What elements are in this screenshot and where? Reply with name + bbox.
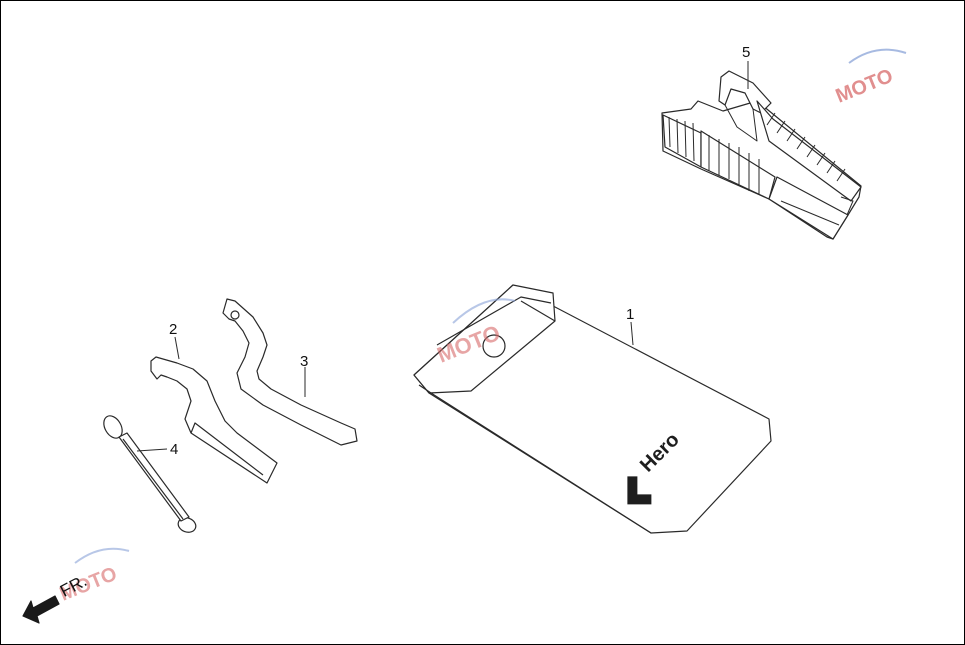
part-5-holder [661, 70, 862, 240]
callout-1: 1 [626, 306, 635, 323]
watermark-top-right: MOTO [833, 48, 907, 108]
callout-3: 3 [300, 353, 309, 370]
callout-2: 2 [169, 321, 178, 338]
part-3-c-spanner [222, 298, 358, 446]
leader-lines [136, 61, 749, 452]
part-1-tool-pouch [413, 284, 772, 534]
callout-5: 5 [742, 44, 751, 61]
hero-logo-mark [627, 476, 652, 505]
part-4-pin-key [103, 415, 197, 533]
callout-4: 4 [170, 441, 179, 458]
svg-text:MOTO: MOTO [833, 65, 897, 108]
part-2-hook-spanner [150, 356, 278, 484]
front-direction-arrow [22, 595, 60, 624]
